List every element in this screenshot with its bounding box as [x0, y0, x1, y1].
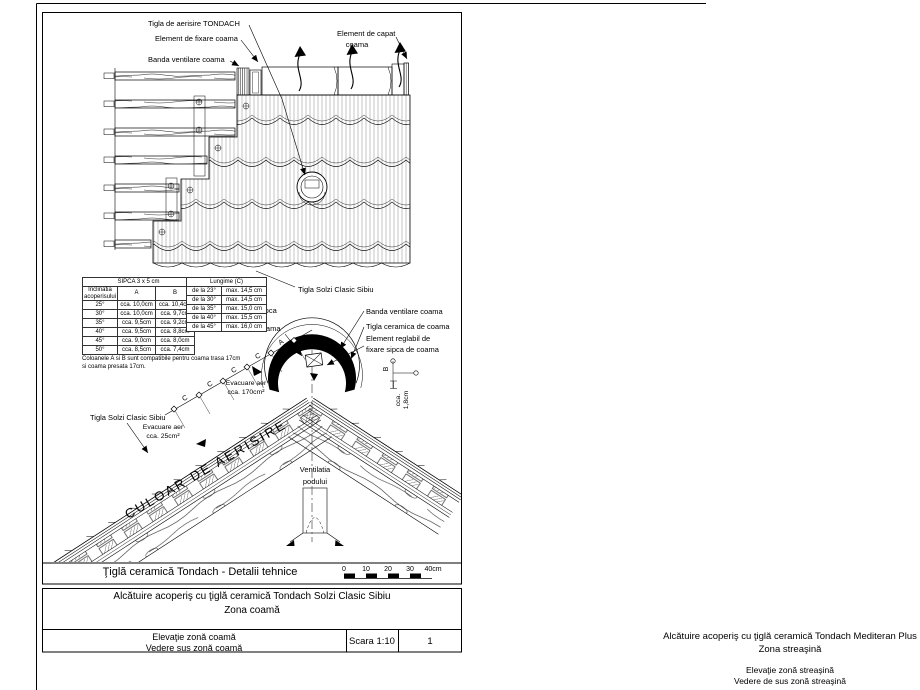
view-name-line1: Elevaţie zonă coamă [152, 632, 236, 642]
dimension-chain [164, 329, 313, 429]
next-sheet-title-line1: Alcătuire acoperiş cu ţiglă ceramică Ton… [663, 631, 917, 642]
attic-vent [286, 487, 344, 546]
drawing-labels: Tigla de aerisire TONDACH Element de fix… [90, 19, 450, 522]
label-evacuare-25-1: Evacuare aer [143, 424, 184, 431]
view-name-line2: Vedere sus zonă coamă [145, 643, 243, 653]
dim-label-cca18-2: 1,8cm [403, 390, 410, 409]
next-sheet-view-line1: Elevaţie zonă streaşină [746, 665, 834, 675]
label-sipca-1: Sipca [258, 306, 278, 315]
dim-label-b: B [383, 366, 390, 371]
label-element-reglabil-2: fixare sipca de coama [366, 345, 440, 354]
label-banda-ventilare-top: Banda ventilare coama [148, 55, 226, 64]
table-row: de la 23°max. 14,5 cm [186, 286, 267, 296]
dim-label-cca18-1: cca. [395, 394, 402, 407]
dim-label-c: C [206, 380, 214, 389]
label-tigla-aerisire: Tigla de aerisire TONDACH [148, 19, 240, 28]
dim-label-c: C [230, 366, 238, 375]
sipca-table-title: SIPCA 3 x 5 cm [81, 277, 196, 287]
dimension-b [390, 358, 419, 389]
dim-label-c: C [254, 352, 262, 361]
label-element-capat-1: Element de capat [337, 29, 396, 38]
dim-label-c: C [181, 394, 189, 403]
label-tigla-solzi-top: Tigla Solzi Clasic Sibiu [298, 285, 374, 294]
elevation-ridge-section [53, 317, 461, 562]
label-evacuare-25-2: cca. 25cm² [146, 433, 180, 440]
table-row: de la 30°max. 14,5 cm [186, 295, 267, 305]
label-tigla-ceramica: Tigla ceramica de coama [366, 322, 450, 331]
sheet-number: 1 [427, 636, 433, 647]
table-row: de la 45°max. 16,0 cm [186, 322, 267, 332]
scale-tick-40cm: 40cm [424, 566, 441, 573]
top-view-ridge-plan [103, 41, 411, 268]
ridge-strip [236, 41, 409, 96]
lungime-table-title: Lungime (C) [186, 277, 267, 287]
scale-tick-10: 10 [362, 566, 370, 573]
next-sheet-view-line2: Vedere de sus zonă streaşină [734, 676, 846, 686]
table-note: Coloanele A si B sunt compatibile pentru… [82, 356, 241, 370]
scale-bar: 0 10 20 30 40cm [342, 566, 442, 579]
label-evacuare-170-2: cca. 170cm² [227, 389, 265, 396]
label-tigla-solzi-left: Tigla Solzi Clasic Sibiu [90, 413, 166, 422]
table-row: de la 40°max. 15,5 cm [186, 313, 267, 323]
lungime-table: Lungime (C) de la 23°max. 14,5 cm de la … [186, 277, 267, 332]
leader-lines [126, 24, 408, 454]
next-sheet-title-line2: Zona streaşină [758, 644, 822, 655]
scale-tick-0: 0 [342, 566, 346, 573]
ridge-cap-section [261, 317, 363, 393]
label-element-fixare: Element de fixare coama [155, 34, 239, 43]
label-banda-ventilare-mid: Banda ventilare coama [366, 307, 444, 316]
scale-tick-30: 30 [406, 566, 414, 573]
tile-field [152, 94, 411, 268]
left-slope [53, 397, 332, 562]
label-element-capat-2: coama [346, 40, 369, 49]
drawing-title: Ţiglă ceramică Tondach - Detalii tehnice [102, 566, 298, 578]
project-title-line2: Zona coamă [224, 605, 280, 616]
label-sipca-3: coama [258, 324, 281, 333]
battens [103, 68, 236, 250]
label-element-reglabil-1: Element reglabil de [366, 334, 430, 343]
scale-text: Scara 1:10 [349, 636, 395, 647]
right-slope [288, 397, 461, 535]
dim-label-a: A [277, 338, 285, 347]
table-row: de la 35°max. 15,0 cm [186, 304, 267, 314]
label-ventilatia-2: podului [303, 477, 328, 486]
air-exit-arrow [252, 366, 262, 376]
ridge-batten [304, 352, 324, 368]
vent-tile [296, 171, 328, 206]
scale-tick-20: 20 [384, 566, 392, 573]
drawing-frame [42, 12, 462, 653]
air-intake-arrow [196, 439, 206, 447]
sheet-boundary-lines [36, 3, 706, 690]
label-evacuare-170-1: Evacuare aer [226, 380, 267, 387]
label-ventilatia-1: Ventilatia [300, 465, 331, 474]
airflow-arrows [293, 41, 407, 92]
project-title-line1: Alcătuire acoperiş cu ţiglă ceramică Ton… [113, 591, 391, 602]
